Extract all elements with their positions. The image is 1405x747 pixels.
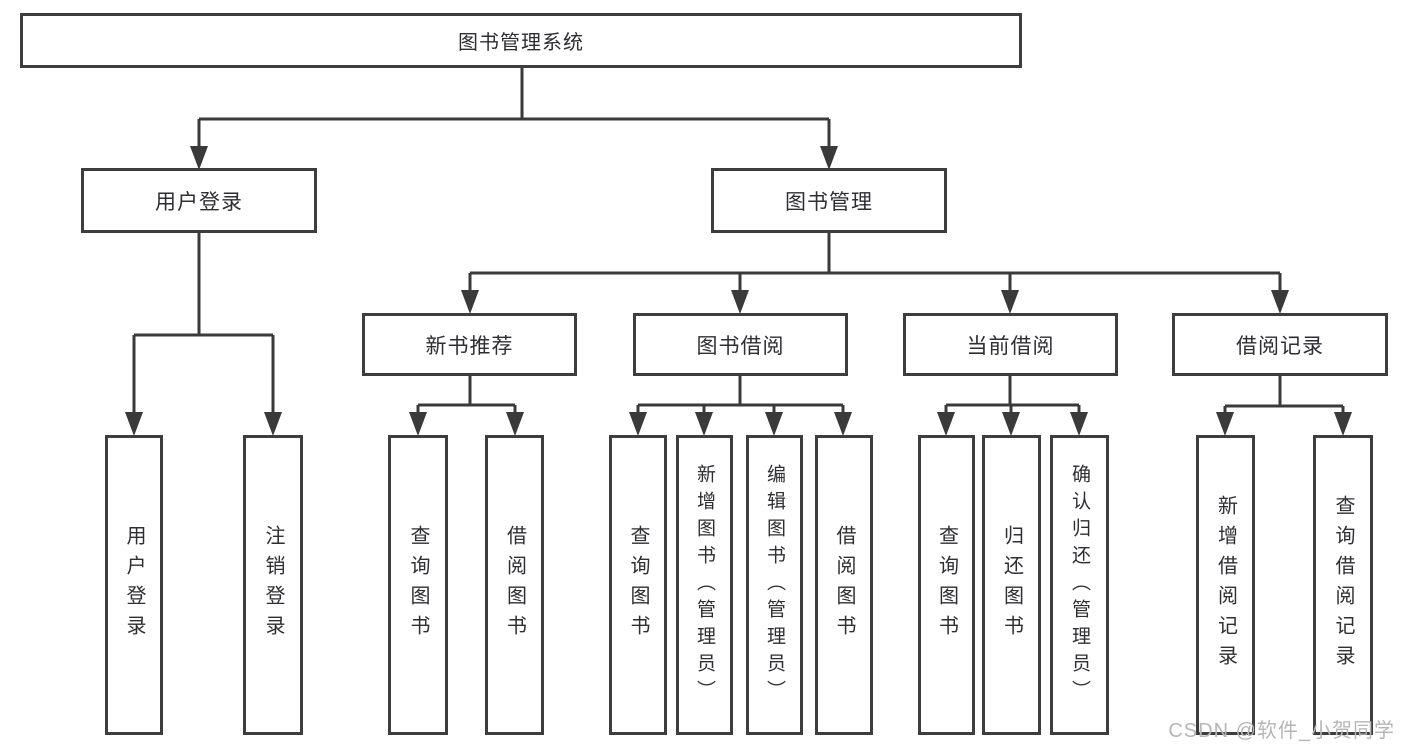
node-library-management-system: 图书管理系统 — [20, 13, 1022, 68]
leaf-query-books-current: 查询图书 — [918, 435, 975, 735]
leaf-return-books: 归还图书 — [982, 435, 1041, 735]
leaf-logout: 注销登录 — [243, 435, 303, 735]
node-user-login: 用户登录 — [81, 168, 317, 233]
leaf-user-login: 用户登录 — [105, 435, 163, 735]
leaf-query-books-borrow: 查询图书 — [609, 435, 667, 735]
node-current-borrow: 当前借阅 — [903, 313, 1118, 376]
leaf-edit-books-admin: 编辑图书（管理员） — [746, 435, 803, 735]
leaf-borrow-books-recommend: 借阅图书 — [485, 435, 544, 735]
leaf-add-borrow-record: 新增借阅记录 — [1196, 435, 1255, 735]
leaf-query-books-recommend: 查询图书 — [388, 435, 448, 735]
leaf-add-books-admin: 新增图书（管理员） — [676, 435, 733, 735]
leaf-borrow-books: 借阅图书 — [815, 435, 873, 735]
node-book-management: 图书管理 — [711, 168, 947, 233]
leaf-confirm-return-admin: 确认归还（管理员） — [1050, 435, 1109, 735]
node-new-book-recommend: 新书推荐 — [362, 313, 577, 376]
leaf-query-borrow-record: 查询借阅记录 — [1313, 435, 1373, 735]
node-book-borrow: 图书借阅 — [633, 313, 848, 376]
csdn-watermark: CSDN @软件_小贺同学 — [1168, 720, 1395, 742]
node-borrow-records: 借阅记录 — [1172, 313, 1388, 376]
